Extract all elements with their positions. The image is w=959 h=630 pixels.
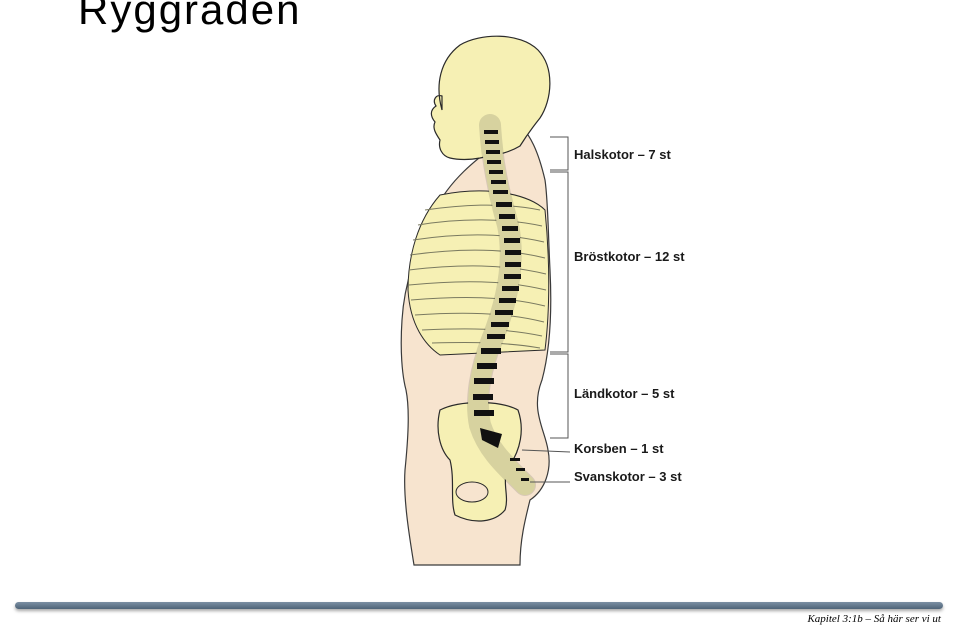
rib-cage — [407, 190, 550, 356]
label-brackets — [521, 136, 571, 483]
label-korsben: Korsben – 1 st — [574, 441, 664, 456]
label-svanskotor: Svanskotor – 3 st — [574, 469, 682, 484]
head — [430, 35, 551, 161]
hip-socket — [455, 481, 489, 503]
label-brostkotor: Bröstkotor – 12 st — [574, 249, 685, 264]
spine-anatomy-figure — [400, 35, 571, 566]
label-halskotor: Halskotor – 7 st — [574, 147, 671, 162]
slide-title: Ryggraden — [78, 0, 302, 33]
slide-footer: Kapitel 3:1b – Så här ser vi ut — [807, 613, 941, 625]
footer-divider — [15, 602, 943, 609]
ribs — [408, 204, 547, 349]
label-landkotor: Ländkotor – 5 st — [574, 386, 675, 401]
vertebrae — [473, 130, 529, 481]
